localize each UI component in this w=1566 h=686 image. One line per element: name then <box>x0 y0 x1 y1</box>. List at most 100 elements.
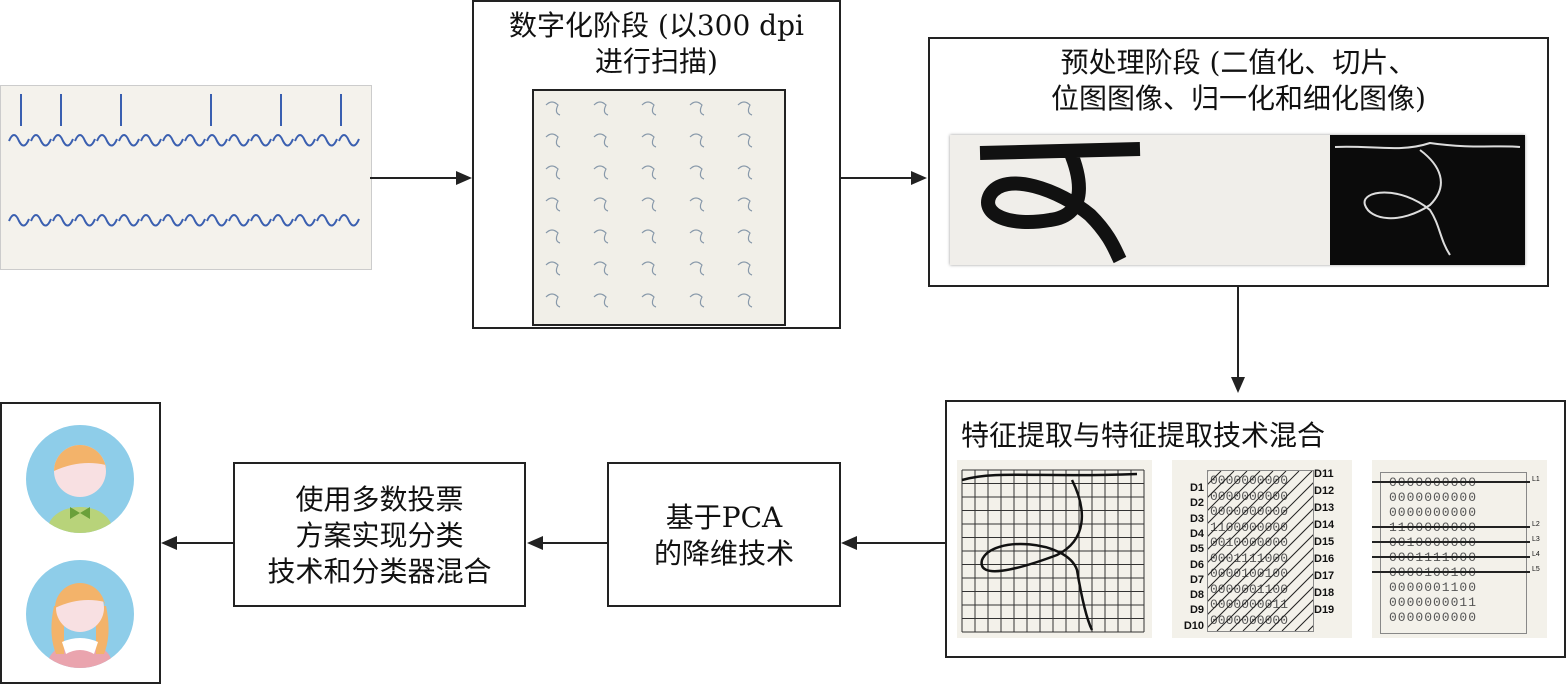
scanned-character <box>545 229 561 244</box>
matrix-row: 0000000000 <box>1210 488 1289 504</box>
diagonal-line <box>1242 560 1313 631</box>
diagonal-line <box>1208 521 1313 628</box>
diagonal-label: D3 <box>1189 512 1204 525</box>
arrow-to-pca <box>855 542 945 544</box>
scanned-character <box>689 101 705 116</box>
arrow-to-digitization <box>370 177 460 179</box>
scanned-character <box>689 197 705 212</box>
digitization-stage-box: 数字化阶段 (以300 dpi 进行扫描) <box>472 0 841 329</box>
handwriting-stroke <box>96 214 118 227</box>
thinned-character-bg <box>1330 135 1525 265</box>
preprocessing-stage-box: 预处理阶段 (二值化、切片、 位图图像、归一化和细化图像) <box>928 37 1549 287</box>
diagonal-label: D4 <box>1189 527 1204 540</box>
bold-character <box>979 142 1141 264</box>
scanned-character <box>689 229 705 244</box>
handwriting-stroke <box>184 134 206 147</box>
scanned-character <box>641 229 657 244</box>
diagonal-line <box>1208 495 1313 602</box>
scanned-character <box>689 133 705 148</box>
handwriting-stroke <box>30 134 52 147</box>
classification-stage-box: 使用多数投票 方案实现分类 技术和分类器混合 <box>233 462 526 607</box>
scanned-character <box>545 165 561 180</box>
digitization-title: 数字化阶段 (以300 dpi 进行扫描) <box>509 9 804 78</box>
diagonal-line <box>1255 573 1313 631</box>
scanned-character <box>641 293 657 308</box>
horizontal-line-features-image: 0000000000000000000000000000001100000000… <box>1372 460 1547 638</box>
scanned-character <box>737 101 753 116</box>
handwriting-stroke <box>140 214 162 227</box>
handwriting-stroke <box>316 214 338 227</box>
pca-title: 基于PCA 的降维技术 <box>653 501 794 570</box>
arrowhead <box>456 171 472 185</box>
scanned-character <box>737 133 753 148</box>
diagonal-line <box>1208 471 1287 550</box>
handwriting-stroke <box>96 134 118 147</box>
pca-stage-box: 基于PCA 的降维技术 <box>607 462 841 607</box>
scanned-character <box>641 197 657 212</box>
handwriting-stroke <box>206 134 228 147</box>
line-label: L5 <box>1532 566 1540 573</box>
preprocessing-title: 预处理阶段 (二值化、切片、 位图图像、归一化和细化图像) <box>1051 46 1426 115</box>
handwriting-stroke <box>8 214 30 227</box>
handwriting-stroke <box>228 214 250 227</box>
scanned-character <box>545 261 561 276</box>
arrowhead <box>911 171 927 185</box>
scanned-character <box>593 101 609 116</box>
diagonal-label: D2 <box>1189 497 1204 510</box>
handwriting-stroke <box>184 214 206 227</box>
scanned-character <box>689 261 705 276</box>
scanned-character <box>593 133 609 148</box>
diagonal-label: D18 <box>1314 587 1335 599</box>
handwriting-stroke <box>250 214 272 227</box>
matrix-row: 0000000000 <box>1389 490 1478 505</box>
diagonal-label: D17 <box>1314 570 1335 582</box>
female-user-avatar-icon <box>26 560 134 668</box>
diagonal-label: D12 <box>1314 485 1335 497</box>
handwriting-stroke <box>294 134 316 147</box>
diagonal-label: D14 <box>1314 519 1335 531</box>
diagonal-label: D5 <box>1189 543 1204 556</box>
scanned-character <box>593 293 609 308</box>
handwriting-stroke <box>140 134 162 147</box>
handwriting-stroke <box>338 134 360 147</box>
binarized-character-image <box>950 135 1525 265</box>
scanned-character <box>545 293 561 308</box>
scanned-character <box>545 101 561 116</box>
handwriting-stroke <box>118 134 140 147</box>
arrow-to-classification <box>541 542 607 544</box>
scanned-character <box>593 197 609 212</box>
handwriting-stroke <box>272 134 294 147</box>
zoning-grid-image <box>957 460 1152 638</box>
diagonal-line <box>1208 471 1235 498</box>
scanned-character <box>641 133 657 148</box>
horizontal-line <box>1372 541 1530 543</box>
scanned-character <box>689 293 705 308</box>
diagonal-label: D6 <box>1189 558 1204 571</box>
scanned-character <box>641 101 657 116</box>
scanned-character <box>593 165 609 180</box>
matrix-row: 0001111000 <box>1210 550 1289 566</box>
handwriting-stroke <box>74 134 96 147</box>
arrow-to-preprocessing <box>841 177 915 179</box>
scanned-character <box>689 165 705 180</box>
arrowhead <box>1231 377 1245 393</box>
handwriting-stroke <box>162 134 184 147</box>
scanned-character <box>737 293 753 308</box>
diagonal-label: D13 <box>1314 502 1335 514</box>
diagonal-line <box>1216 534 1313 631</box>
horizontal-line <box>1372 556 1530 558</box>
handwriting-stroke <box>52 134 74 147</box>
horizontal-line <box>1372 526 1530 528</box>
scanned-character <box>737 229 753 244</box>
handwriting-stroke <box>294 214 316 227</box>
handwriting-stroke <box>272 214 294 227</box>
scanned-character <box>593 261 609 276</box>
male-user-avatar-icon <box>26 425 134 533</box>
scanned-character <box>737 165 753 180</box>
handwriting-stroke <box>162 214 184 227</box>
arrowhead <box>841 536 857 550</box>
matrix-row: 0000000000 <box>1210 504 1289 519</box>
diagonal-line <box>1281 599 1313 631</box>
thinned-character <box>1334 141 1521 256</box>
